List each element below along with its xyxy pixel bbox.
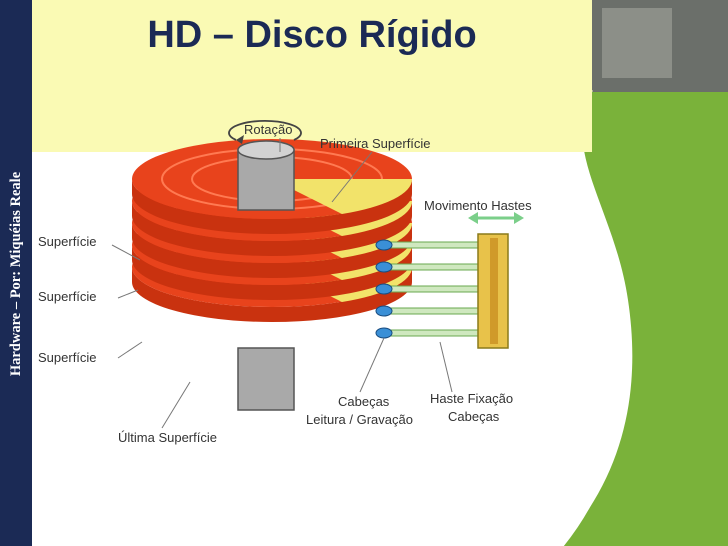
platter-1-edge <box>132 179 412 234</box>
label-movimento-hastes: Movimento Hastes <box>424 198 532 213</box>
label-primeira-superficie: Primeira Superfície <box>320 136 431 151</box>
head-2 <box>375 261 393 273</box>
platter-5-edge <box>132 267 412 322</box>
head-4 <box>375 305 393 317</box>
rotation-arrowhead <box>236 135 244 144</box>
leader-superficie-1 <box>111 244 141 261</box>
label-leitura-gravacao: Leitura / Gravação <box>306 412 413 427</box>
arm-1 <box>383 241 481 249</box>
spindle-cap <box>237 140 295 160</box>
title-band <box>32 0 592 152</box>
label-rotacao: Rotação <box>244 122 292 137</box>
head-1 <box>375 239 393 251</box>
leader-haste <box>439 341 453 393</box>
label-haste-fixacao: Haste Fixação <box>430 391 513 406</box>
leader-cabecas <box>359 337 385 393</box>
head-mount-inner <box>490 238 498 344</box>
leader-ultima <box>161 381 191 429</box>
sidebar-author-label: Hardware – Por: Miquéias Reale <box>8 171 24 377</box>
leader-lines <box>111 138 453 429</box>
arm-3 <box>383 285 481 293</box>
movement-arrowhead-right <box>514 212 524 224</box>
platter-4-edge <box>132 245 412 300</box>
label-haste-cabecas: Cabeças <box>448 409 500 424</box>
page-title: HD – Disco Rígido <box>147 14 477 56</box>
arm-5 <box>383 329 481 337</box>
head-3 <box>375 283 393 295</box>
spindle-top <box>237 149 295 211</box>
label-superficie-2: Superfície <box>38 289 97 304</box>
platter-2-edge <box>132 201 412 256</box>
platter-1-cutaway <box>272 179 413 214</box>
corner-photo-detail <box>602 8 672 78</box>
head-5 <box>375 327 393 339</box>
read-write-heads <box>375 239 393 339</box>
hard-disk-diagram: Rotação Primeira Superfície Movimento Ha… <box>38 119 532 445</box>
platter-3-edge <box>132 223 412 278</box>
green-swoosh <box>560 92 728 546</box>
rotation-arrow <box>228 119 302 141</box>
leader-superficie-3 <box>117 341 143 359</box>
arm-2 <box>383 263 481 271</box>
left-sidebar <box>0 0 32 546</box>
spindle-bottom <box>237 347 295 411</box>
label-superficie-3: Superfície <box>38 350 97 365</box>
leader-superficie-2 <box>117 289 139 299</box>
label-ultima-superficie: Última Superfície <box>118 430 217 445</box>
movement-arrowhead-left <box>468 212 478 224</box>
arm-4 <box>383 307 481 315</box>
label-superficie-1: Superfície <box>38 234 97 249</box>
platter-stack <box>132 139 413 322</box>
label-cabecas: Cabeças <box>338 394 390 409</box>
leader-primeira <box>331 151 373 203</box>
white-swoosh-line <box>557 98 626 546</box>
